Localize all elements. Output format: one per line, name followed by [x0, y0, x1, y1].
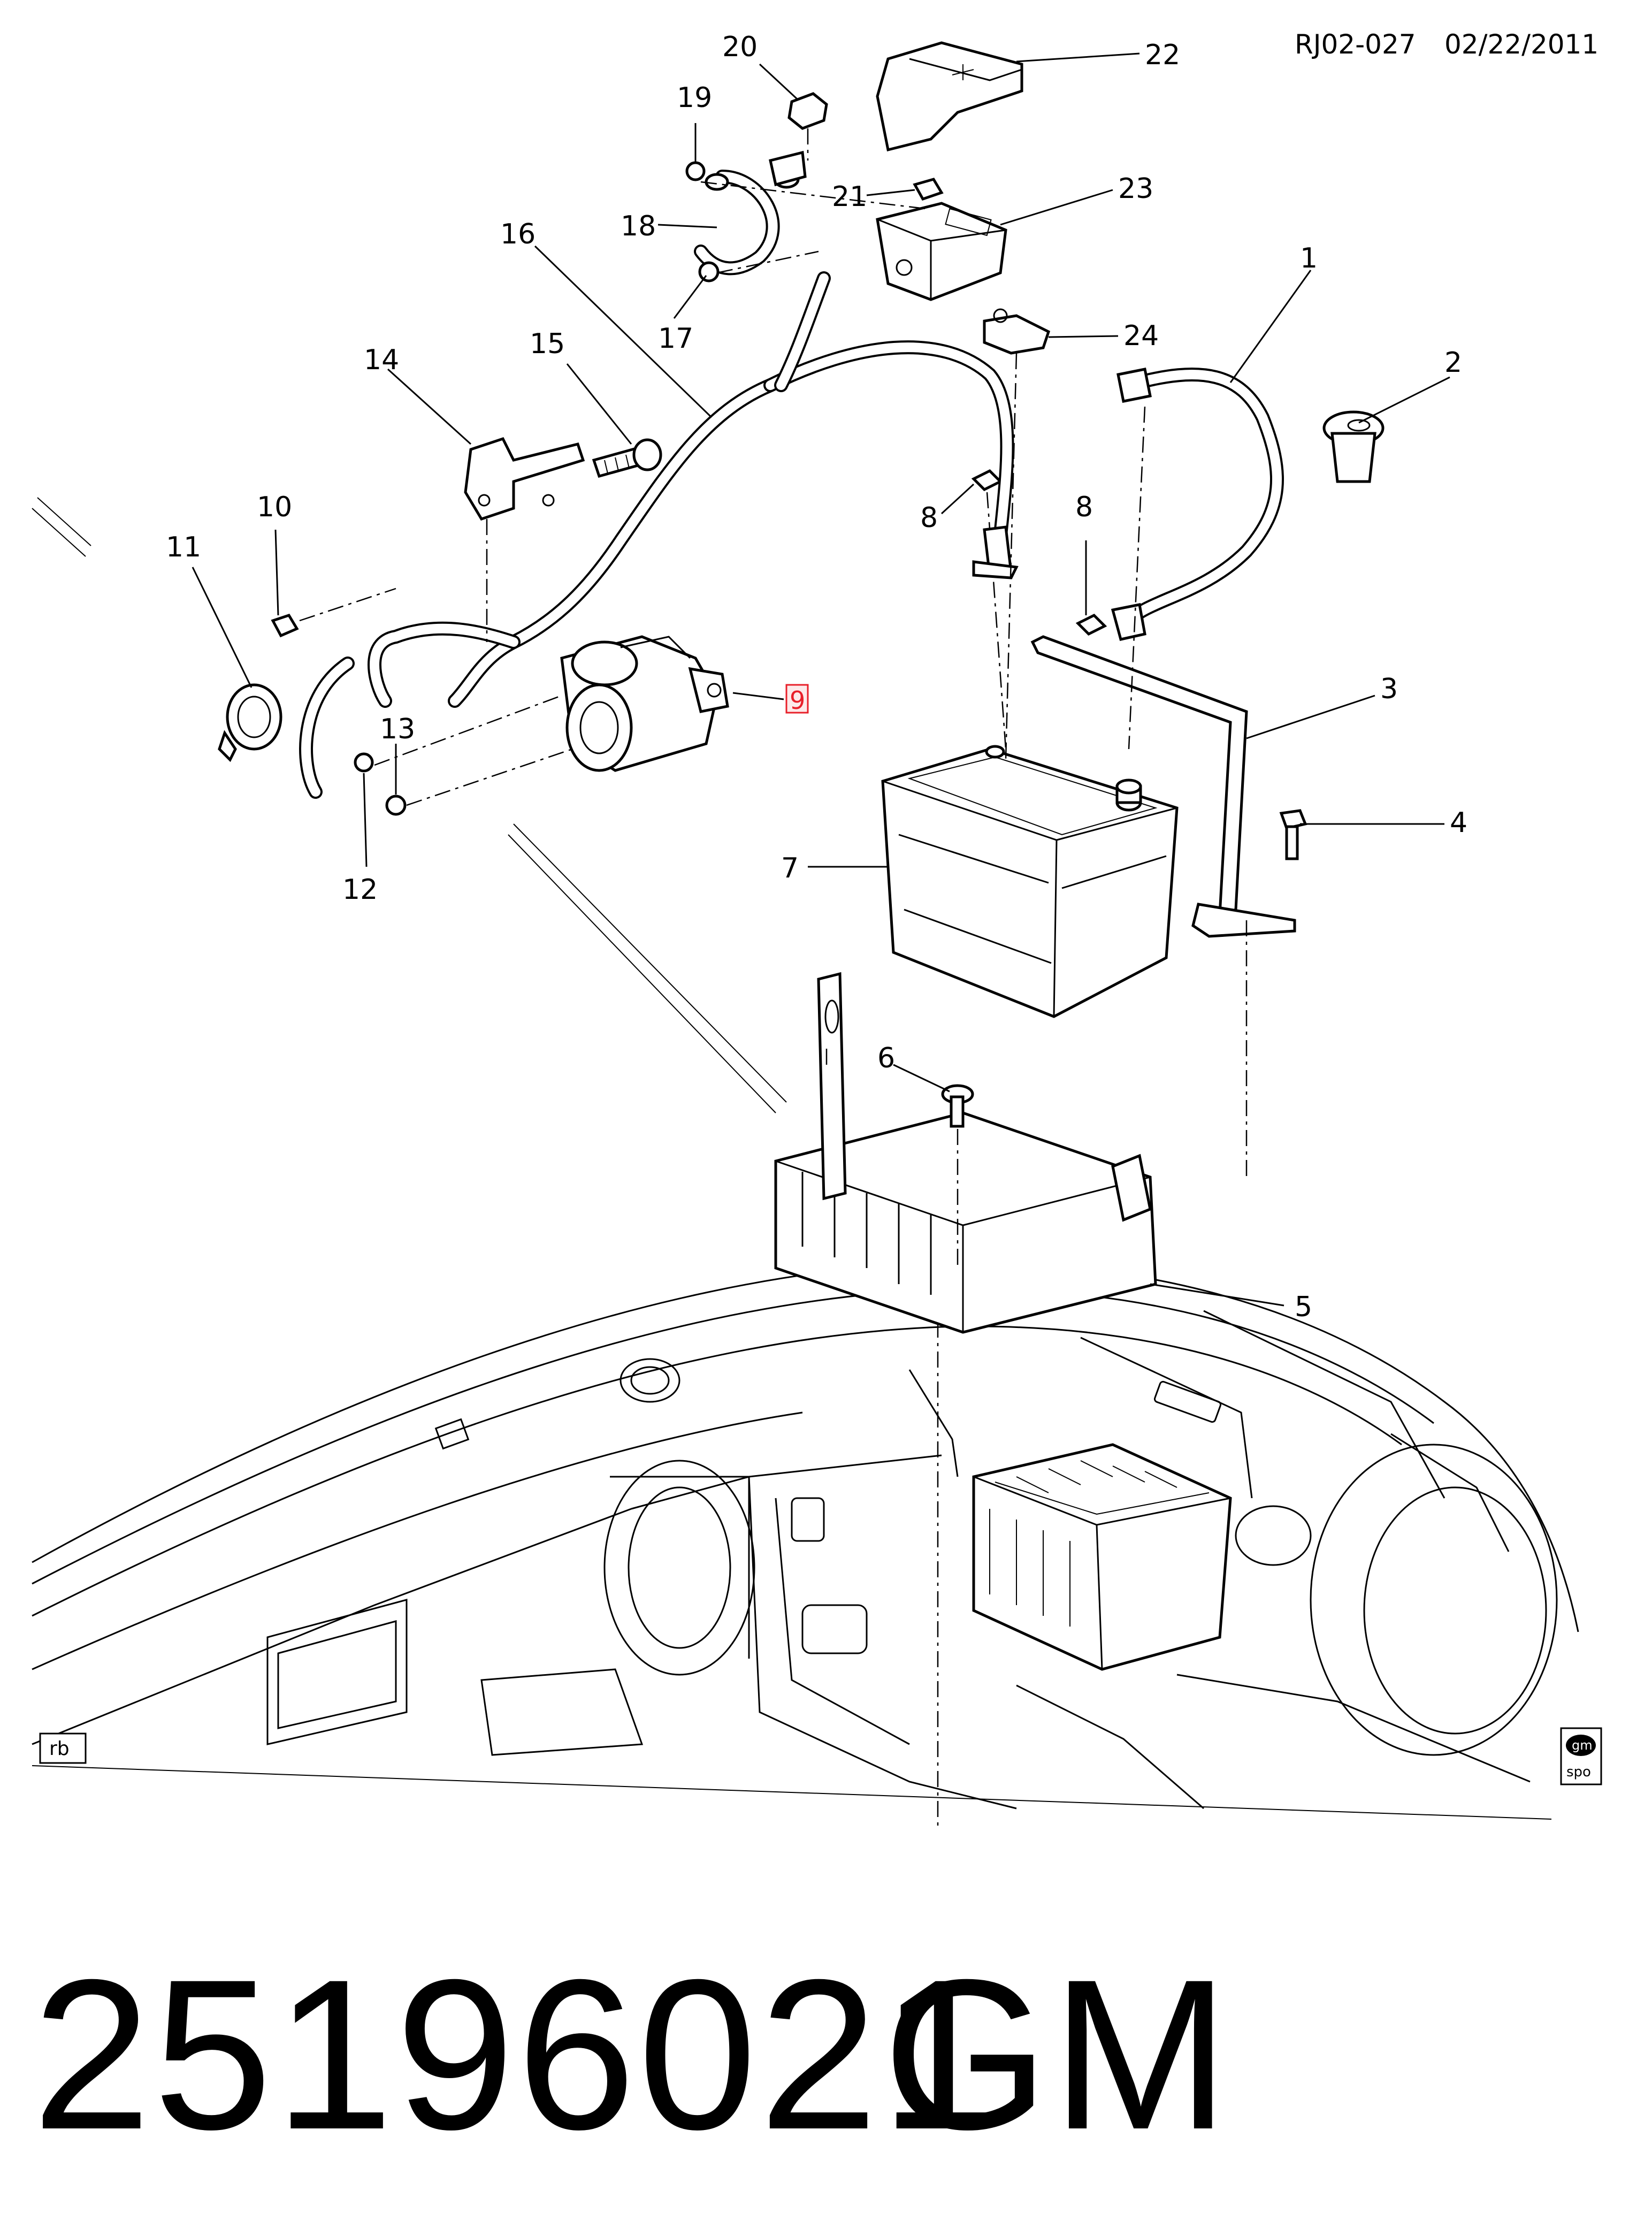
callout-8a: 8	[920, 502, 938, 534]
callout-1: 1	[1300, 242, 1318, 274]
part-number: 25196021	[32, 1935, 1001, 2174]
starter-motor	[560, 635, 729, 772]
positive-cable	[1111, 368, 1284, 750]
callout-3: 3	[1380, 673, 1398, 705]
ground-cable	[694, 150, 807, 276]
fuse-block	[700, 181, 1007, 301]
hood-line-lower-2	[508, 834, 776, 1113]
nut-20	[787, 92, 828, 161]
svg-text:rb: rb	[49, 1738, 70, 1760]
callout-12: 12	[342, 874, 378, 906]
callout-8b: 8	[1075, 491, 1093, 523]
hood-line-top	[37, 497, 91, 546]
svg-text:gm: gm	[1572, 1738, 1593, 1753]
nut-8-right	[1075, 613, 1107, 636]
hood-line-lower	[513, 823, 787, 1103]
callout-18: 18	[621, 210, 656, 242]
nut-13	[385, 795, 407, 816]
cable-clip	[983, 308, 1051, 760]
nut-10	[271, 613, 299, 638]
nut-12	[354, 752, 374, 773]
callout-23: 23	[1118, 173, 1153, 205]
nut-21	[913, 178, 944, 201]
hood-line-top-2	[32, 508, 86, 557]
rb-mark: rb	[39, 1732, 87, 1764]
parts-diagram: RJ02-027 02/22/2011	[32, 29, 1602, 1830]
manufacturer: GM	[883, 1935, 1232, 2174]
callout-6: 6	[877, 1042, 895, 1074]
hold-down-bracket	[1030, 635, 1296, 1177]
bolt-6	[941, 1084, 974, 1268]
harness-bracket	[464, 437, 585, 642]
callout-2: 2	[1444, 347, 1462, 379]
fuse-block-cover	[876, 41, 1023, 152]
diagram-code: RJ02-027	[1295, 29, 1416, 60]
bolt-15	[592, 438, 662, 478]
grommet	[218, 683, 282, 762]
callout-24: 24	[1123, 320, 1159, 352]
callout-10: 10	[257, 491, 292, 523]
main-cable-harness	[368, 271, 1019, 708]
battery	[881, 745, 1179, 1018]
callout-13: 13	[380, 713, 415, 745]
gm-spo-logo: gm spo	[1560, 1727, 1602, 1785]
callout-7: 7	[781, 852, 799, 884]
callout-11: 11	[166, 531, 201, 563]
nut-17	[698, 261, 720, 283]
callouts: 1 2 3 4 5 6 7 8 8 9 10 11 12 13 14 15 16…	[166, 31, 1467, 1323]
callout-15: 15	[530, 328, 565, 360]
callout-17: 17	[658, 323, 693, 355]
bolt-4	[1279, 809, 1307, 860]
callout-4: 4	[1450, 807, 1467, 839]
terminal-cover	[1322, 410, 1385, 483]
callout-9: 9	[790, 686, 805, 715]
svg-text:spo: spo	[1566, 1764, 1591, 1780]
callout-22: 22	[1145, 39, 1180, 71]
callout-21: 21	[832, 181, 867, 213]
leader-lines	[192, 52, 1450, 1307]
callout-19: 19	[677, 82, 712, 114]
callout-16: 16	[500, 218, 536, 250]
callout-5: 5	[1295, 1291, 1312, 1323]
callout-14: 14	[364, 344, 399, 376]
diagram-date: 02/22/2011	[1444, 29, 1599, 60]
callout-20: 20	[722, 31, 758, 63]
callout-9-highlight	[785, 684, 809, 714]
vehicle-body	[32, 1261, 1579, 1830]
battery-tray	[774, 972, 1157, 1334]
nut-19	[685, 161, 706, 181]
